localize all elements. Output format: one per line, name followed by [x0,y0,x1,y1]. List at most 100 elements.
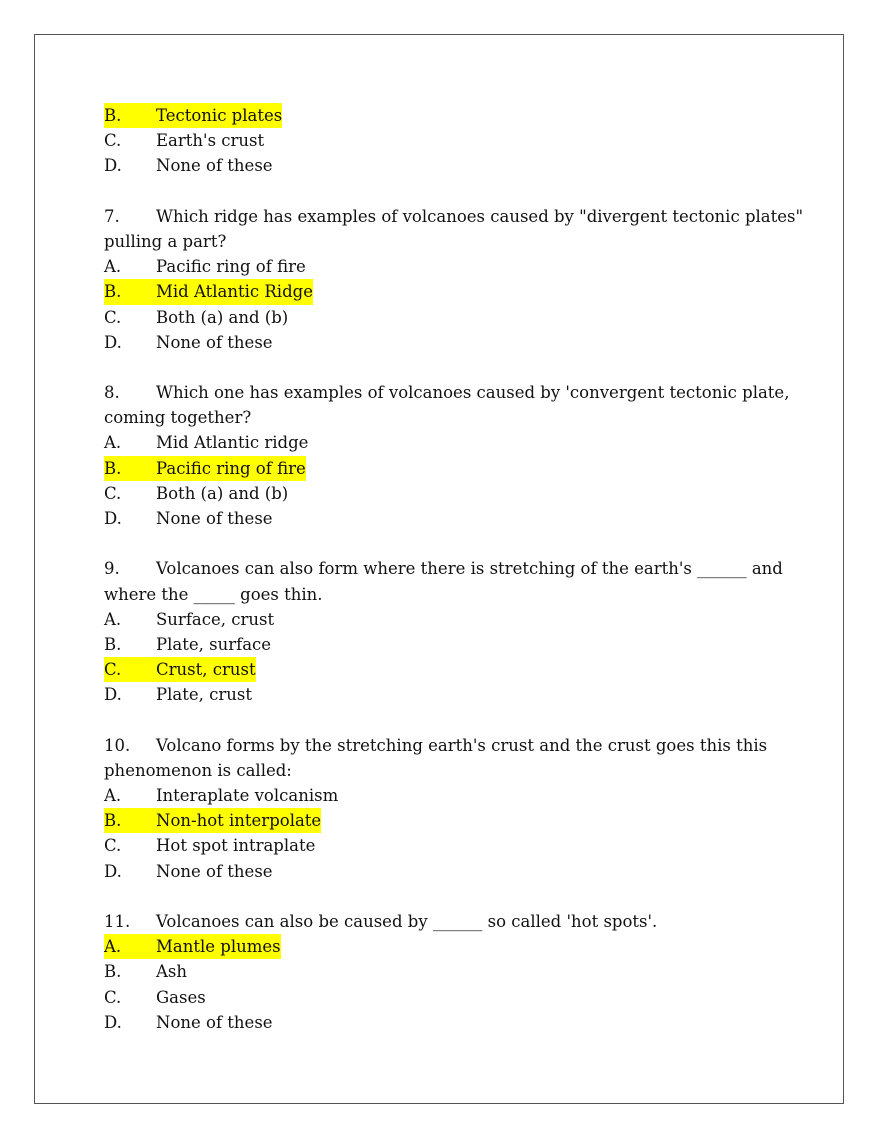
option-text: Interaplate volcanism [156,786,339,806]
option-text: Gases [156,987,206,1007]
option-letter: C. [104,660,122,680]
question-text-continued: coming together? [104,408,252,428]
option-letter: D. [104,156,122,176]
question-text-continued: pulling a part? [104,231,227,251]
option-row: B. Pacific ring of fire [104,455,774,481]
option-letter: C. [104,131,122,151]
option-row: D.None of these [104,1010,774,1035]
option-text: Mid Atlantic Ridge [156,282,313,302]
question-line: Volcanoes can also be caused by ______ s… [156,912,658,931]
question-number: 10. [104,735,131,755]
option-text: Plate, surface [156,634,272,654]
question-text-continued: phenomenon is called: [104,760,292,780]
option-row: B. Mid Atlantic Ridge [104,279,774,305]
option-row: C. Both (a) and (b) [104,305,774,330]
option-letter: D. [104,861,122,881]
answer-highlight: C. Crust, crust [104,657,256,683]
option-text: None of these [156,156,273,176]
option-text: Mantle plumes [156,937,281,957]
question-9: 9. Volcanoes can also form where there is… [104,556,783,707]
answer-highlight: A. Mantle plumes [104,934,281,960]
option-row: B.Non-hot interpolate [104,808,774,834]
option-text: Plate, crust [156,685,252,705]
question-7: 7. Which ridge has examples of volcanoes … [104,204,803,355]
option-row: A. Pacific ring of fire [104,254,774,279]
page-border [34,34,844,1104]
question-line: Volcano forms by the stretching earth's … [156,735,768,755]
option-letter: B. [104,811,122,831]
option-letter: A. [104,257,122,277]
question-10: 10. Volcano forms by the stretching earth… [104,733,774,884]
question-6-options: B. Tectonic plates C. Earth's crust D. None… [104,103,774,179]
option-letter: C. [104,307,122,327]
question-text: 9. Volcanoes can also form where there is… [104,556,783,581]
question-line: Which ridge has examples of volcanoes ca… [156,206,804,226]
option-letter: B. [104,106,122,125]
option-letter: A. [104,609,122,629]
option-letter: C. [104,987,122,1007]
option-row: C. Gases [104,985,774,1010]
option-text: Ash [156,962,188,982]
question-number: 9. [104,559,120,579]
question-text-continued: where the _____ goes thin. [104,584,323,604]
option-letter: B. [104,634,122,654]
option-text: Pacific ring of fire [156,458,306,478]
question-text: 8. Which one has examples of volcanoes ca… [104,380,789,405]
option-letter: D. [104,1012,122,1032]
option-row: D. None of these [104,153,774,178]
option-text: Mid Atlantic ridge [156,433,309,453]
option-text: Both (a) and (b) [156,307,289,327]
option-row: D. None of these [104,859,774,884]
option-text: Crust, crust [156,660,256,680]
option-row: D.None of these [104,506,774,531]
answer-highlight: B.Non-hot interpolate [104,808,322,834]
option-letter: D. [104,685,122,705]
option-text: Tectonic plates [156,106,283,125]
spacer [104,355,774,380]
option-text: Hot spot intraplate [156,836,316,856]
answer-highlight: B. Pacific ring of fire [104,455,306,481]
option-letter: A. [104,937,122,957]
option-row: D. Plate, crust [104,682,774,707]
answer-highlight: B. Mid Atlantic Ridge [104,279,313,305]
option-letter: B. [104,962,122,982]
option-letter: D. [104,509,122,528]
question-line: Which one has examples of volcanoes caus… [156,383,790,403]
option-row: A. Surface, crust [104,607,774,632]
quiz-content: B. Tectonic plates C. Earth's crust D. None… [104,103,803,1035]
option-row: C. Hot spot intraplate [104,833,774,858]
question-number: 11. [104,912,131,931]
spacer [104,884,774,909]
question-number: 7. [104,206,120,226]
question-text: 7. Which ridge has examples of volcanoes … [104,204,803,229]
question-number: 8. [104,383,120,403]
option-text: None of these [156,332,273,352]
option-letter: A. [104,433,122,453]
option-text: Earth's crust [156,131,265,151]
option-letter: A. [104,786,122,806]
option-text: None of these [156,861,273,881]
spacer [104,708,774,733]
spacer [104,531,774,556]
question-text: 11. Volcanoes can also be caused by _____… [104,909,774,934]
question-line: Volcanoes can also form where there is s… [156,559,783,579]
option-row: C. Both (a) and (b) [104,481,774,506]
option-text: Surface, crust [156,609,275,629]
option-row: A. Mantle plumes [104,934,774,960]
option-row: A. Interaplate volcanism [104,783,774,808]
question-11: 11. Volcanoes can also be caused by _____… [104,909,774,1035]
option-letter: B. [104,458,122,478]
question-text: 10. Volcano forms by the stretching earth… [104,733,774,758]
option-row: B. Tectonic plates [104,103,774,129]
spacer [104,179,774,204]
option-letter: B. [104,282,122,302]
option-text: Pacific ring of fire [156,257,306,277]
question-8: 8. Which one has examples of volcanoes ca… [104,380,789,531]
answer-highlight: B. Tectonic plates [104,103,283,129]
option-letter: C. [104,836,122,856]
option-letter: D. [104,332,122,352]
option-letter: C. [104,483,122,503]
option-row: C. Earth's crust [104,128,774,153]
option-row: B. Plate, surface [104,632,774,657]
option-text: Both (a) and (b) [156,483,289,503]
